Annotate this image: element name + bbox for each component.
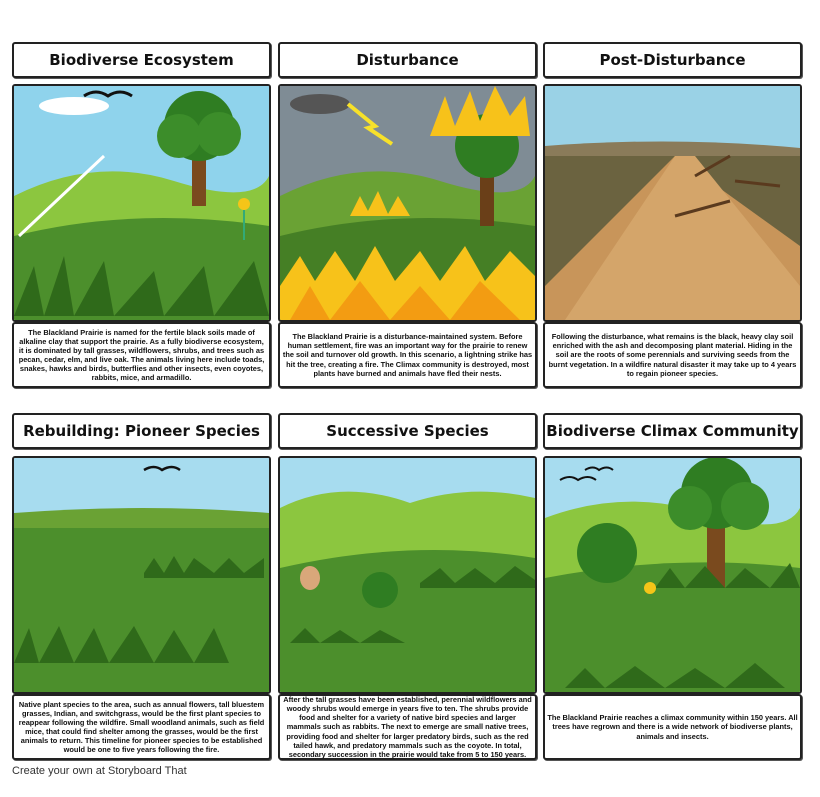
- panel-caption: Following the disturbance, what remains …: [543, 322, 802, 388]
- panel-title: Biodiverse Climax Community: [543, 413, 802, 449]
- panel-caption: After the tall grasses have been establi…: [278, 694, 537, 760]
- scene-post-disturbance: [543, 84, 802, 322]
- panel-caption: The Blackland Prairie is named for the f…: [12, 322, 271, 388]
- scene-disturbance: [278, 84, 537, 322]
- footer-credit[interactable]: Create your own at Storyboard That: [12, 765, 187, 777]
- panel-title: Rebuilding: Pioneer Species: [12, 413, 271, 449]
- scene-climax-community: [543, 456, 802, 694]
- panel-title: Successive Species: [278, 413, 537, 449]
- scene-successive-species: [278, 456, 537, 694]
- scene-pioneer-species: [12, 456, 271, 694]
- scene-biodiverse-ecosystem: [12, 84, 271, 322]
- panel-caption: The Blackland Prairie reaches a climax c…: [543, 694, 802, 760]
- panel-title: Disturbance: [278, 42, 537, 78]
- panel-title: Biodiverse Ecosystem: [12, 42, 271, 78]
- panel-title: Post-Disturbance: [543, 42, 802, 78]
- panel-caption: The Blackland Prairie is a disturbance-m…: [278, 322, 537, 388]
- panel-caption: Native plant species to the area, such a…: [12, 694, 271, 760]
